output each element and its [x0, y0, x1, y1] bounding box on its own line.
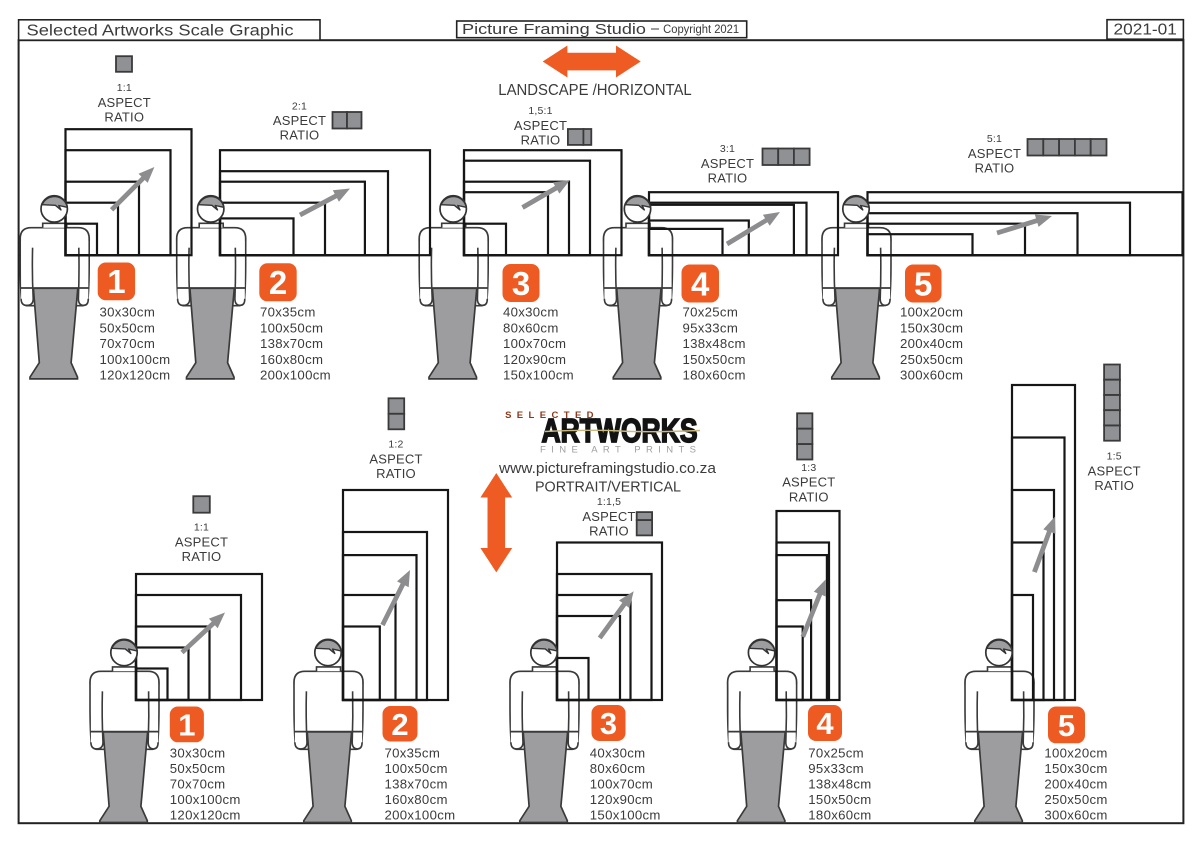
svg-text:40x30cm: 40x30cm	[590, 746, 646, 761]
svg-text:120x90cm: 120x90cm	[590, 792, 653, 807]
svg-text:1:1: 1:1	[194, 522, 209, 534]
svg-text:3: 3	[512, 265, 530, 302]
svg-text:138x70cm: 138x70cm	[385, 777, 448, 792]
svg-text:150x30cm: 150x30cm	[900, 320, 963, 335]
svg-text:RATIO: RATIO	[1094, 478, 1134, 493]
svg-text:70x70cm: 70x70cm	[100, 336, 156, 351]
svg-text:80x60cm: 80x60cm	[503, 320, 559, 335]
svg-text:1:2: 1:2	[388, 439, 403, 451]
svg-text:100x20cm: 100x20cm	[900, 305, 963, 320]
svg-text:1: 1	[107, 263, 125, 300]
svg-text:160x80cm: 160x80cm	[260, 352, 323, 367]
svg-text:150x100cm: 150x100cm	[590, 808, 661, 823]
svg-text:70x35cm: 70x35cm	[385, 746, 441, 761]
svg-text:40x30cm: 40x30cm	[503, 305, 559, 320]
svg-text:2: 2	[269, 264, 287, 301]
svg-text:100x70cm: 100x70cm	[503, 336, 566, 351]
svg-text:RATIO: RATIO	[280, 128, 320, 143]
svg-text:70x25cm: 70x25cm	[683, 305, 739, 320]
svg-text:138x48cm: 138x48cm	[808, 777, 871, 792]
svg-text:ASPECT: ASPECT	[98, 95, 151, 110]
svg-text:30x30cm: 30x30cm	[100, 305, 156, 320]
svg-text:ASPECT: ASPECT	[582, 509, 635, 524]
svg-text:FINE ART PRINTS: FINE ART PRINTS	[540, 444, 696, 455]
svg-text:1:3: 1:3	[801, 462, 816, 474]
svg-text:5: 5	[914, 265, 932, 302]
svg-text:2:1: 2:1	[292, 100, 307, 112]
svg-text:Picture Framing Studio – Copyr: Picture Framing Studio – Copyright 2021	[462, 21, 739, 38]
svg-text:200x100cm: 200x100cm	[385, 808, 456, 823]
svg-text:RATIO: RATIO	[104, 109, 144, 124]
svg-text:150x50cm: 150x50cm	[808, 792, 871, 807]
svg-text:50x50cm: 50x50cm	[170, 761, 226, 776]
svg-text:138x48cm: 138x48cm	[683, 336, 746, 351]
svg-text:PORTRAIT/VERTICAL: PORTRAIT/VERTICAL	[535, 479, 681, 496]
svg-text:80x60cm: 80x60cm	[590, 761, 646, 776]
svg-text:1: 1	[178, 708, 195, 743]
svg-text:RATIO: RATIO	[975, 160, 1015, 175]
svg-text:RATIO: RATIO	[182, 549, 222, 564]
svg-text:200x40cm: 200x40cm	[1044, 777, 1107, 792]
svg-text:70x70cm: 70x70cm	[170, 777, 226, 792]
svg-text:1:1: 1:1	[117, 82, 132, 94]
svg-text:RATIO: RATIO	[589, 523, 629, 538]
svg-text:250x50cm: 250x50cm	[900, 352, 963, 367]
svg-text:95x33cm: 95x33cm	[808, 761, 864, 776]
svg-text:70x35cm: 70x35cm	[260, 305, 316, 320]
svg-text:100x100cm: 100x100cm	[170, 792, 241, 807]
svg-text:30x30cm: 30x30cm	[170, 746, 226, 761]
svg-text:300x60cm: 300x60cm	[1044, 808, 1107, 823]
svg-text:180x60cm: 180x60cm	[808, 808, 871, 823]
svg-text:120x90cm: 120x90cm	[503, 352, 566, 367]
svg-text:ASPECT: ASPECT	[175, 534, 228, 549]
svg-text:2021-01: 2021-01	[1114, 21, 1178, 38]
svg-text:250x50cm: 250x50cm	[1044, 792, 1107, 807]
svg-text:200x100cm: 200x100cm	[260, 368, 331, 383]
svg-text:3:1: 3:1	[720, 143, 735, 155]
svg-text:100x100cm: 100x100cm	[100, 352, 171, 367]
svg-text:50x50cm: 50x50cm	[100, 320, 156, 335]
svg-text:2: 2	[391, 707, 408, 742]
svg-text:www.pictureframingstudio.co.za: www.pictureframingstudio.co.za	[498, 460, 717, 477]
svg-text:95x33cm: 95x33cm	[683, 320, 739, 335]
svg-text:ASPECT: ASPECT	[968, 146, 1021, 161]
svg-text:120x120cm: 120x120cm	[170, 808, 241, 823]
svg-text:ASPECT: ASPECT	[369, 451, 422, 466]
svg-text:150x30cm: 150x30cm	[1044, 761, 1107, 776]
svg-text:SELECTED: SELECTED	[505, 410, 599, 421]
svg-text:100x50cm: 100x50cm	[385, 761, 448, 776]
svg-text:ASPECT: ASPECT	[273, 113, 326, 128]
svg-text:RATIO: RATIO	[521, 132, 561, 147]
svg-text:1:5: 1:5	[1107, 451, 1122, 463]
svg-text:70x25cm: 70x25cm	[808, 746, 864, 761]
svg-text:138x70cm: 138x70cm	[260, 336, 323, 351]
svg-text:Selected Artworks Scale Graphi: Selected Artworks Scale Graphic	[27, 22, 294, 39]
svg-text:5: 5	[1058, 708, 1075, 743]
svg-text:1,5:1: 1,5:1	[528, 105, 552, 117]
svg-text:120x120cm: 120x120cm	[100, 368, 171, 383]
svg-text:ASPECT: ASPECT	[701, 156, 754, 171]
svg-text:180x60cm: 180x60cm	[683, 368, 746, 383]
svg-text:200x40cm: 200x40cm	[900, 336, 963, 351]
svg-text:4: 4	[691, 265, 710, 302]
svg-text:150x50cm: 150x50cm	[683, 352, 746, 367]
svg-text:RATIO: RATIO	[789, 489, 829, 504]
svg-text:3: 3	[600, 706, 617, 741]
svg-text:5:1: 5:1	[987, 133, 1002, 145]
svg-text:150x100cm: 150x100cm	[503, 368, 574, 383]
svg-text:160x80cm: 160x80cm	[385, 792, 448, 807]
svg-text:100x50cm: 100x50cm	[260, 320, 323, 335]
svg-text:100x70cm: 100x70cm	[590, 777, 653, 792]
svg-text:100x20cm: 100x20cm	[1044, 746, 1107, 761]
svg-text:ASPECT: ASPECT	[1088, 463, 1141, 478]
svg-text:300x60cm: 300x60cm	[900, 368, 963, 383]
svg-text:1:1,5: 1:1,5	[597, 496, 621, 508]
svg-text:RATIO: RATIO	[376, 466, 416, 481]
svg-text:LANDSCAPE /HORIZONTAL: LANDSCAPE /HORIZONTAL	[498, 82, 692, 99]
svg-text:RATIO: RATIO	[708, 170, 748, 185]
svg-text:ASPECT: ASPECT	[514, 118, 567, 133]
svg-text:4: 4	[816, 706, 834, 741]
svg-text:ASPECT: ASPECT	[782, 475, 835, 490]
